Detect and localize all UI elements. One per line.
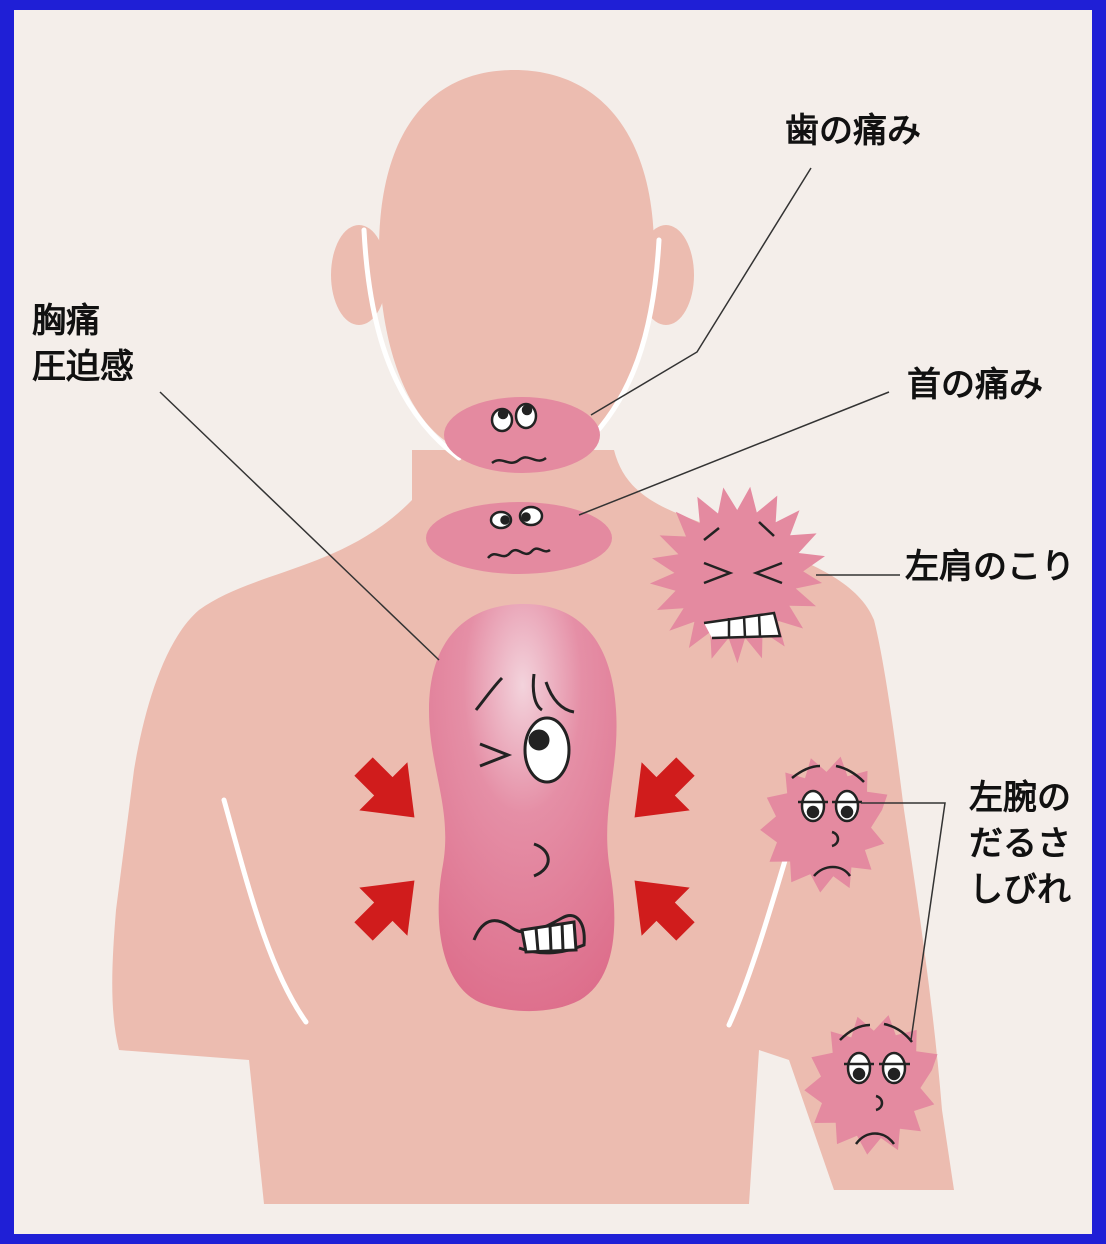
label-left-arm-line1: 左腕の [969, 775, 1071, 821]
label-chest-pain-line2: 圧迫感 [32, 344, 134, 390]
diagram-frame: 歯の痛み 胸痛 圧迫感 首の痛み 左肩のこり 左腕の だるさ しびれ [14, 10, 1092, 1234]
label-chest-pain: 胸痛 圧迫感 [32, 298, 134, 390]
label-neck-pain: 首の痛み [907, 362, 1043, 408]
label-left-arm: 左腕の だるさ しびれ [969, 775, 1071, 913]
body-illustration [14, 10, 1092, 1234]
label-left-shoulder: 左肩のこり [905, 544, 1075, 590]
label-chest-pain-line1: 胸痛 [32, 298, 134, 344]
label-left-arm-line3: しびれ [969, 867, 1071, 913]
leader-line-neck [579, 392, 889, 515]
label-tooth-pain: 歯の痛み [785, 108, 921, 154]
left-ear [331, 225, 387, 325]
label-left-arm-line2: だるさ [969, 821, 1071, 867]
